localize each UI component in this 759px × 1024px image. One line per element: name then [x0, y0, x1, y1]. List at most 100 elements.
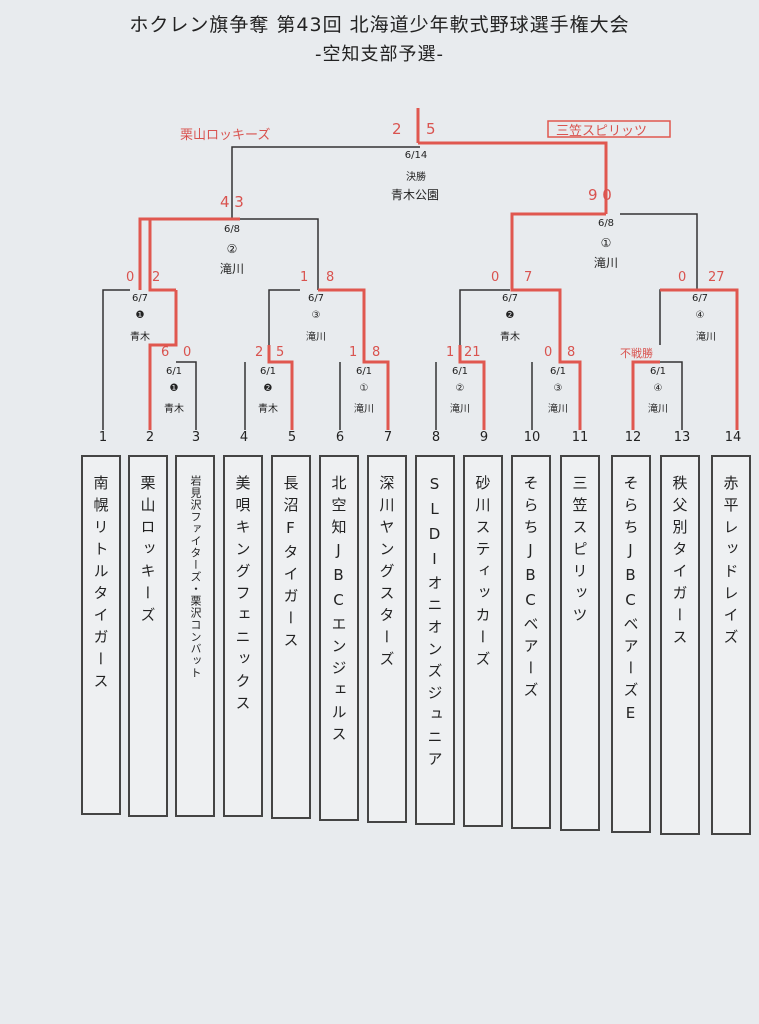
semi-2-venue: 滝川	[593, 256, 618, 270]
r1-6-walkover: 不戦勝	[620, 347, 653, 360]
team-box-5: 長沼Fタイガース	[271, 455, 311, 819]
r1-1-no: ❶	[169, 383, 179, 394]
r1-4-venue: 滝川	[450, 404, 470, 415]
win-team14	[697, 288, 739, 430]
semi-1-score: 4 3	[220, 193, 244, 211]
win-final-box	[547, 120, 671, 138]
r1-2-left: 2	[255, 345, 264, 360]
team-name-14: 赤平レッドレイズ	[721, 475, 740, 651]
team-num-3: 3	[191, 430, 201, 445]
team-num-13: 13	[673, 430, 691, 445]
line-final-left	[231, 146, 420, 219]
final-venue: 青木公園	[390, 188, 439, 202]
r1-5-date: 6/1	[549, 366, 567, 377]
r1-6-venue: 滝川	[648, 404, 668, 415]
r1-4-right: 21	[464, 345, 481, 360]
qf-2-date: 6/7	[307, 293, 325, 304]
win-team7	[318, 288, 390, 430]
team-name-4: 美唄キングフェニックス	[233, 475, 252, 717]
win-team12	[631, 360, 660, 430]
win-sf-left	[138, 217, 232, 290]
r1-1-date: 6/1	[165, 366, 183, 377]
team-name-2: 栗山ロッキーズ	[138, 475, 157, 629]
r1-5-venue: 滝川	[548, 404, 568, 415]
qf-3-venue: 青木	[500, 332, 520, 343]
team-box-6: 北空知JBCエンジェルス	[319, 455, 359, 821]
team-name-10: そらちJBCベアーズ	[521, 475, 540, 704]
r1-3-venue: 滝川	[354, 404, 374, 415]
r1-3-date: 6/1	[355, 366, 373, 377]
semi-2-date: 6/8	[597, 218, 615, 229]
team-box-11: 三笠スピリッツ	[560, 455, 600, 831]
qf-1-no: ❶	[135, 310, 145, 321]
team-name-12: そらちJBCベアーズE	[621, 475, 640, 729]
team-num-12: 12	[624, 430, 642, 445]
r1-5-left: 0	[544, 345, 553, 360]
team-num-14: 14	[724, 430, 742, 445]
qf-2-venue: 滝川	[306, 332, 326, 343]
win-team5	[267, 345, 294, 430]
team-num-2: 2	[145, 430, 155, 445]
team-box-2: 栗山ロッキーズ	[128, 455, 168, 817]
team-name-7: 深川ヤングスターズ	[377, 475, 396, 673]
r1-2-no: ❷	[263, 383, 273, 394]
r1-3-left: 1	[349, 345, 358, 360]
r1-5-no: ③	[553, 383, 563, 394]
qf-2-left: 1	[300, 270, 309, 285]
win-sf-right	[418, 141, 608, 214]
qf-2-right: 8	[326, 270, 335, 285]
team-name-11: 三笠スピリッツ	[570, 475, 589, 629]
final-date: 6/14	[404, 150, 428, 161]
line-r1-a	[176, 361, 197, 430]
team-num-8: 8	[431, 430, 441, 445]
qf-3-left: 0	[491, 270, 500, 285]
team-box-3: 岩見沢ファイターズ・栗沢コンバット	[175, 455, 215, 817]
team-num-4: 4	[239, 430, 249, 445]
r1-4-no: ②	[455, 383, 465, 394]
final-right-score: 5	[426, 120, 436, 138]
r1-1-venue: 青木	[164, 404, 184, 415]
qf-1-left: 0	[126, 270, 135, 285]
team-box-4: 美唄キングフェニックス	[223, 455, 263, 817]
qf-3-date: 6/7	[501, 293, 519, 304]
team-box-8: SLDIオニオンズジュニア	[415, 455, 455, 825]
qf-3-no: ❷	[505, 310, 515, 321]
team-num-11: 11	[571, 430, 589, 445]
final-left-score: 2	[392, 120, 402, 138]
semi-1-date: 6/8	[223, 224, 241, 235]
team-box-12: そらちJBCベアーズE	[611, 455, 651, 833]
line-qf-a	[102, 289, 130, 430]
team-box-1: 南幌リトルタイガース	[81, 455, 121, 815]
line-qf-c	[459, 289, 510, 345]
team-name-9: 砂川スティッカーズ	[473, 475, 492, 673]
semi-2-no: ①	[600, 236, 612, 250]
r1-6-no: ④	[653, 383, 663, 394]
qf-2-no: ③	[311, 310, 321, 321]
qf-1-venue: 青木	[130, 332, 150, 343]
page-subtitle: -空知支部予選-	[315, 44, 444, 65]
team-name-3: 岩見沢ファイターズ・栗沢コンバット	[189, 475, 202, 679]
line-sf-a	[240, 218, 319, 290]
final-left-team: 栗山ロッキーズ	[180, 128, 271, 143]
line-r1-f	[660, 361, 683, 430]
page-title: ホクレン旗争奪 第43回 北海道少年軟式野球選手権大会	[129, 14, 630, 36]
final-round: 決勝	[406, 172, 426, 183]
line-sf-b	[620, 213, 698, 290]
win-team2	[148, 290, 178, 430]
final-right-team: 三笠スピリッツ	[556, 124, 648, 139]
qf-3-right: 7	[524, 270, 533, 285]
r1-1-right: 0	[183, 345, 192, 360]
r1-3-right: 8	[372, 345, 381, 360]
team-name-6: 北空知JBCエンジェルス	[329, 475, 348, 748]
semi-2-score: 9 0	[588, 186, 612, 204]
team-num-1: 1	[98, 430, 108, 445]
win-team9	[458, 345, 486, 430]
line-qf-b	[268, 289, 300, 345]
qf-1-right: 2	[152, 270, 161, 285]
semi-1-no: ②	[226, 242, 238, 256]
r1-2-venue: 青木	[258, 404, 278, 415]
semi-1-venue: 滝川	[219, 262, 244, 276]
r1-4-left: 1	[446, 345, 455, 360]
